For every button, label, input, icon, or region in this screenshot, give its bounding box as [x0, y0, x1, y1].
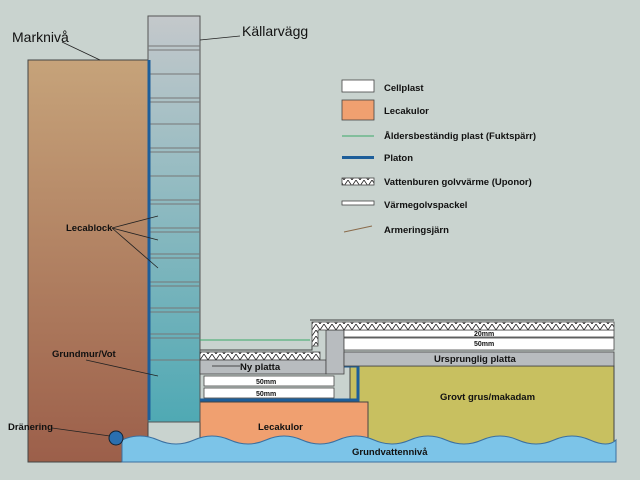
gravel-fill — [349, 365, 615, 447]
legend-swatch-lecakulor — [341, 99, 375, 121]
legend-swatch-cellplast — [341, 79, 375, 93]
label-ursprunglig-platta: Ursprunglig platta — [434, 354, 517, 365]
legend-label-armering: Armeringsjärn — [384, 225, 449, 236]
label-markniva: Marknivå — [12, 29, 69, 45]
corner-spackel — [200, 346, 313, 351]
ursprunglig-platta — [343, 351, 615, 367]
soil-fill — [27, 59, 149, 463]
legend-label-golvvarme: Vattenburen golvvärme (Uponor) — [384, 177, 532, 188]
legend-swatch-armering — [343, 225, 373, 233]
upper-cellplast-50 — [343, 337, 615, 351]
ny-platta-zigzag — [199, 351, 321, 361]
legend-swatch-platon — [342, 156, 374, 159]
ny-platta-cellplast-1 — [203, 375, 335, 387]
label-dranering: Dränering — [8, 422, 53, 433]
label-50mm-b: 50mm — [256, 391, 276, 398]
legend: Cellplast Lecakulor Åldersbeständig plas… — [341, 79, 536, 236]
legend-label-cellplast: Cellplast — [384, 83, 424, 94]
legend-label-platon: Platon — [384, 153, 413, 164]
lecablock-joints — [148, 45, 200, 361]
legend-swatch-golvvarme — [341, 177, 375, 186]
basement-wall — [147, 15, 201, 423]
label-ny-platta: Ny platta — [240, 362, 281, 373]
step-concrete — [325, 329, 345, 375]
label-20mm-right: 20mm — [474, 331, 494, 338]
legend-label-fuktsparr: Åldersbeständig plast (Fuktspärr) — [384, 131, 536, 142]
groundwater — [121, 435, 617, 463]
label-grovt-grus: Grovt grus/makadam — [440, 392, 535, 403]
legend-swatch-spackel — [341, 200, 375, 206]
label-grundvattenniva: Grundvattennivå — [352, 447, 428, 458]
label-lecakulor-fill: Lecakulor — [258, 422, 303, 433]
label-grundmur: Grundmur/Vot — [52, 349, 117, 360]
label-lecablock: Lecablock — [66, 223, 113, 234]
label-50mm-a: 50mm — [256, 379, 276, 386]
drainage-pipe — [108, 430, 124, 446]
legend-label-spackel: Värmegolvspackel — [384, 200, 467, 211]
ny-platta-cellplast-2 — [203, 387, 335, 399]
label-kallarvagg: Källarvägg — [242, 23, 308, 39]
leader-lines — [51, 35, 241, 437]
legend-label-lecakulor: Lecakulor — [384, 106, 429, 117]
label-50mm-right: 50mm — [474, 341, 494, 348]
